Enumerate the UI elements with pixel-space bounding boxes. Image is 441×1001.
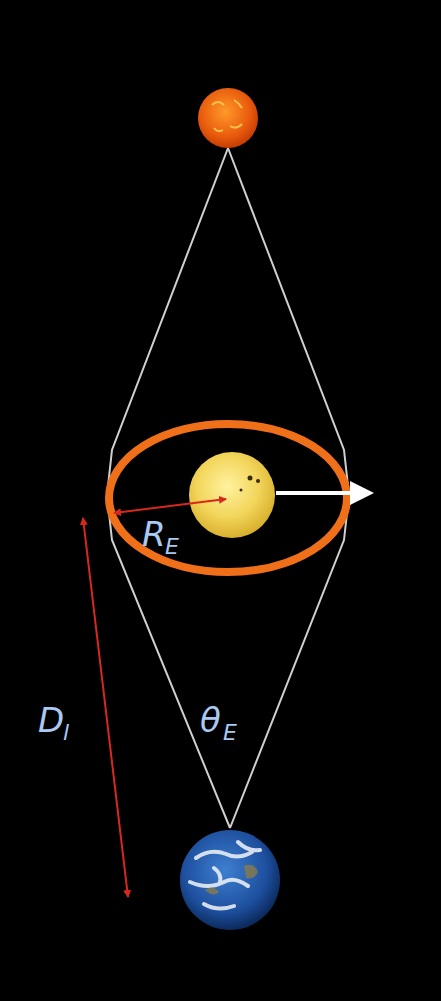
radius-subscript: E (165, 536, 179, 558)
source-star (198, 88, 258, 148)
earth-clouds (190, 842, 260, 909)
angle-subscript: E (223, 722, 237, 744)
planet-dot (256, 479, 260, 483)
star-texture (212, 100, 242, 131)
radius-arrow (114, 499, 226, 513)
motion-arrow (276, 491, 366, 495)
earth (180, 830, 280, 930)
distance-label: D (38, 703, 64, 737)
planet-dot (240, 489, 243, 492)
planet-dot (248, 476, 253, 481)
lens-star (189, 452, 275, 538)
distance-arrow (83, 518, 128, 897)
earth-land (205, 865, 258, 895)
angle-label: θ (200, 703, 221, 737)
distance-subscript: l (63, 722, 69, 744)
radius-label: R (142, 517, 166, 551)
einstein-ring (109, 424, 347, 572)
